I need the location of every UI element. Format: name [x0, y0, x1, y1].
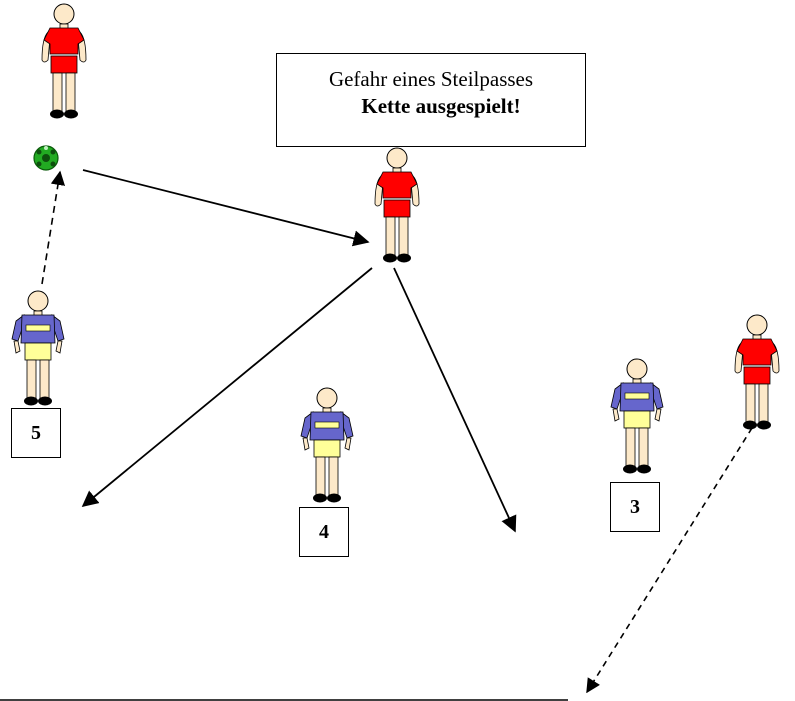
dashed-arrow-bottom-right — [586, 427, 753, 694]
blue-player-4 — [300, 387, 354, 503]
pass-arrow-left — [81, 267, 373, 508]
callout-box: Gefahr eines Steilpasses Kette ausgespie… — [276, 53, 586, 147]
red-player-center — [374, 147, 420, 263]
blue-player-3 — [610, 358, 664, 474]
player-number-3: 3 — [610, 482, 660, 532]
player-number-5: 5 — [11, 408, 61, 458]
callout-line-1: Gefahr eines Steilpasses — [328, 67, 534, 91]
soccer-ball-icon — [33, 145, 59, 171]
red-player-right — [734, 314, 780, 430]
player-number-4: 4 — [299, 507, 349, 557]
red-player-top-left — [41, 3, 87, 119]
callout-line-2: Kette ausgespielt! — [361, 94, 521, 118]
dashed-arrow-to-ball — [41, 170, 66, 285]
pass-arrow-right — [393, 267, 517, 533]
blue-player-5 — [11, 290, 65, 406]
pass-arrow-to-center — [82, 169, 370, 247]
